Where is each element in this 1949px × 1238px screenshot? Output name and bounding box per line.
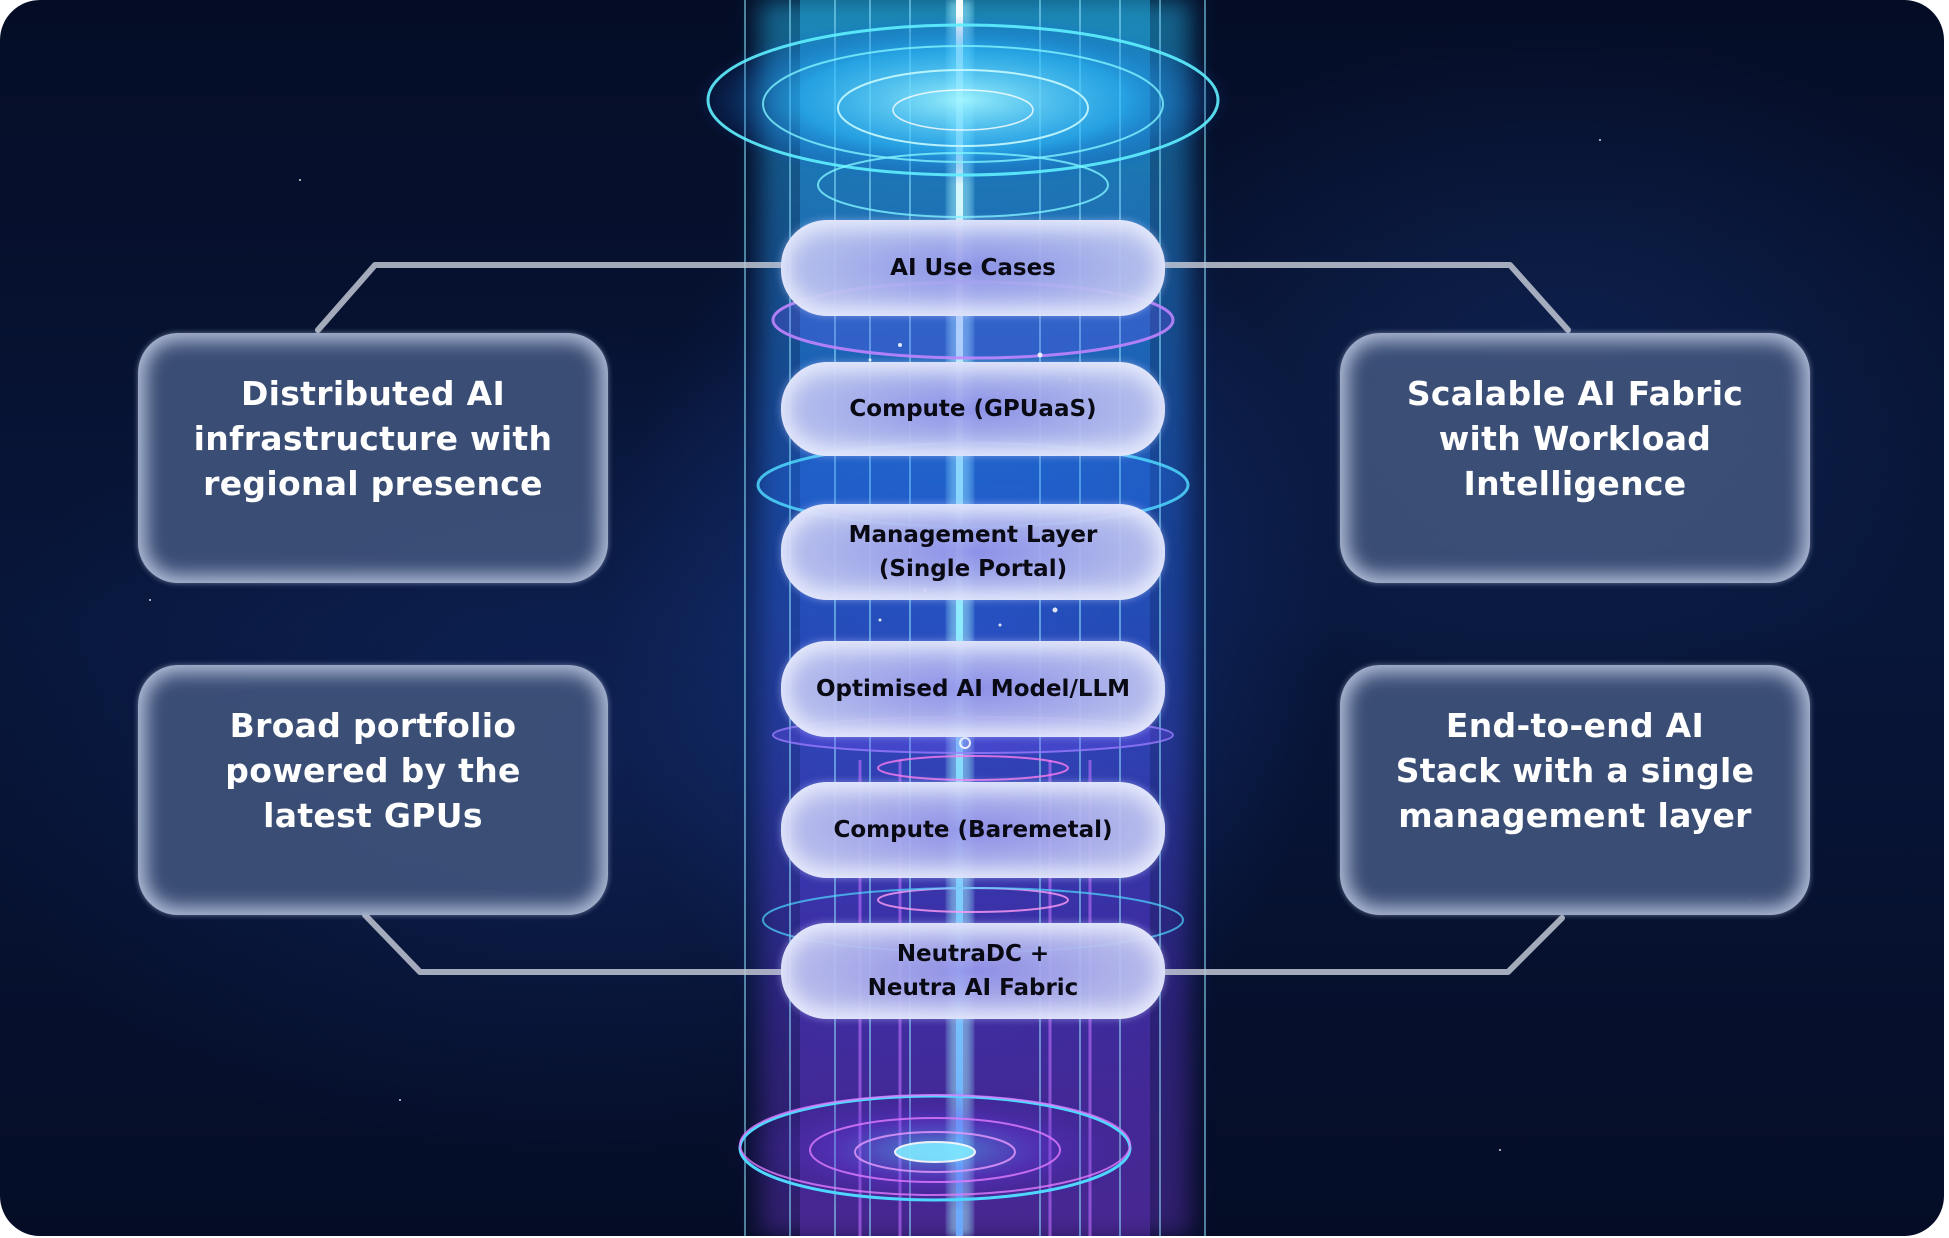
top-disc-ring-inner — [837, 69, 1089, 147]
stack-layer-label: AI Use Cases — [890, 255, 1056, 281]
feature-card-text: Broad portfolio powered by the latest GP… — [225, 705, 521, 835]
feature-card-end-to-end-stack: End-to-end AI Stack with a single manage… — [1340, 665, 1810, 915]
feature-card-distributed-infrastructure: Distributed AI infrastructure with regio… — [138, 333, 608, 583]
bottom-disc-ring-mid — [809, 1117, 1061, 1183]
column-body — [800, 0, 1150, 1236]
bottom-disc-ring-purple — [739, 1094, 1131, 1196]
top-disc-ring-core — [892, 89, 1034, 131]
stack-layer-label: Compute (Baremetal) — [833, 817, 1113, 843]
stack-layer-label: NeutraDC + Neutra AI Fabric — [867, 941, 1079, 1001]
stack-layer-label: Management Layer (Single Portal) — [848, 522, 1098, 582]
stack-layer-compute-baremetal: Compute (Baremetal) — [781, 782, 1165, 878]
connector-top-right — [1162, 262, 1571, 333]
stack-layer-label: Optimised AI Model/LLM — [815, 676, 1131, 702]
stack-layer-ai-use-cases: AI Use Cases — [781, 220, 1165, 316]
feature-card-text: Scalable AI Fabric with Workload Intelli… — [1406, 373, 1744, 503]
top-disc-ring-mid — [762, 45, 1164, 163]
stack-layer-compute-gpuaas: Compute (GPUaaS) — [781, 362, 1165, 456]
feature-card-text: Distributed AI infrastructure with regio… — [193, 373, 553, 503]
top-disc-glow — [693, 15, 1233, 185]
bottom-disc-core — [894, 1141, 976, 1163]
connector-lines — [315, 262, 1571, 975]
feature-card-text: End-to-end AI Stack with a single manage… — [1395, 705, 1755, 835]
stack-layer-label: Compute (GPUaaS) — [849, 396, 1097, 422]
stack-layer-management: Management Layer (Single Portal) — [781, 504, 1165, 600]
feature-card-scalable-fabric: Scalable AI Fabric with Workload Intelli… — [1340, 333, 1810, 583]
central-beam — [956, 0, 963, 1236]
connector-top-left — [315, 262, 783, 333]
top-disc-ring-outer — [706, 23, 1220, 177]
feature-card-broad-portfolio: Broad portfolio powered by the latest GP… — [138, 665, 608, 915]
top-sub-ring — [817, 152, 1109, 218]
column-light-lines — [744, 0, 1206, 1236]
stack-layer-optimised-model: Optimised AI Model/LLM — [781, 641, 1165, 737]
bottom-disc-ring-inner — [854, 1131, 1016, 1173]
connector-bottom-left — [362, 912, 783, 975]
connector-bottom-right — [1162, 915, 1565, 975]
disc-ring-4 — [877, 755, 1069, 781]
stack-layer-neutradc-fabric: NeutraDC + Neutra AI Fabric — [781, 923, 1165, 1019]
